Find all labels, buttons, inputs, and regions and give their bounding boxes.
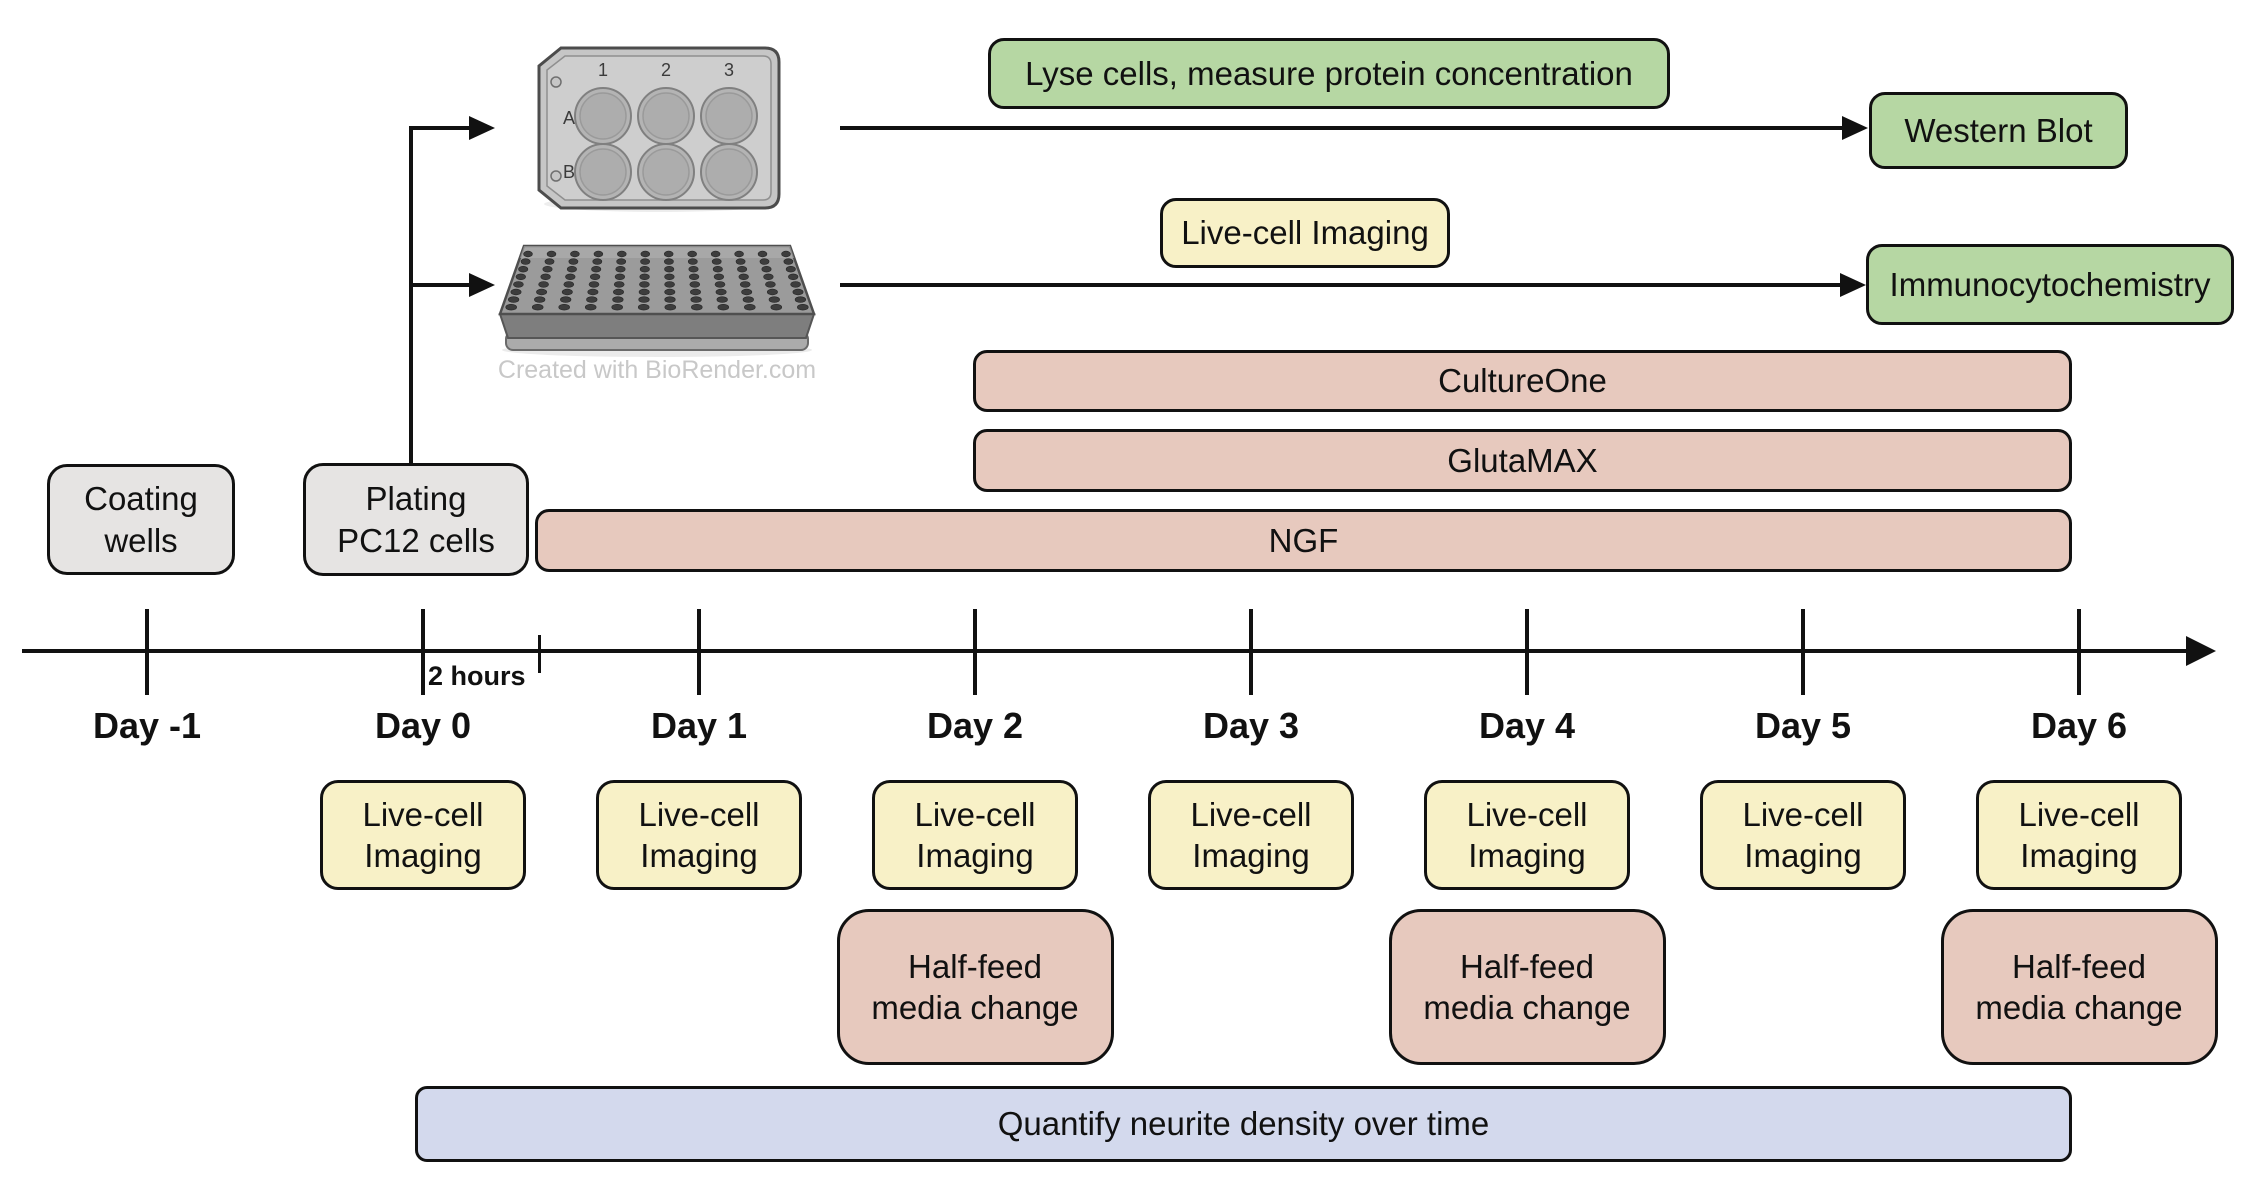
live-cell-imaging-box-label-line: Live-cell [914, 795, 1036, 833]
live-cell-imaging-box-label-line: Live-cell [1466, 795, 1588, 833]
half-feed-media-change-box: Half-feed media change [836, 909, 1114, 1065]
day-label: Day 3 [1202, 705, 1300, 746]
half-feed-media-change-box-label-line: Half-feed [2012, 947, 2146, 985]
timeline-tick [973, 609, 977, 695]
connector-vertical-line [409, 128, 413, 464]
cultureone-label: CultureOne [1438, 362, 1607, 400]
plate-row-label: A [563, 108, 575, 128]
immunocytochemistry-box: Immunocytochemistry [1866, 244, 2234, 325]
ngf-label: NGF [1268, 521, 1339, 559]
coating-wells-label-line: Coating [84, 480, 198, 518]
coating-wells-box: Coating wells [47, 464, 235, 575]
branch-bottom-arrowhead-icon [469, 273, 495, 297]
six-well-grid [574, 87, 758, 201]
immunocytochemistry-flow-line [840, 283, 1840, 287]
biorender-watermark: Created with BioRender.com [497, 356, 817, 384]
plate-column-label: 1 [598, 60, 608, 80]
live-cell-imaging-box-label-line: Live-cell [2018, 795, 2140, 833]
live-cell-imaging-box-label-line: Imaging [916, 837, 1034, 874]
plate-column-label: 2 [661, 60, 671, 80]
day-label: Day 5 [1754, 705, 1852, 746]
ninety-six-well-grid [505, 250, 809, 311]
day-label: Day 6 [2030, 705, 2128, 746]
western-blot-box: Western Blot [1869, 92, 2128, 169]
day-label: Day 1 [650, 705, 748, 746]
connector-branch-bottom-line [409, 283, 469, 287]
day-label: Day 4 [1478, 705, 1576, 746]
live-cell-imaging-box-label-line: Imaging [1468, 837, 1586, 874]
cultureone-bar: CultureOne [973, 350, 2072, 412]
two-hour-label: 2 hours [428, 661, 526, 691]
live-cell-imaging-box-label-line: Imaging [640, 837, 758, 874]
plating-pc12-box: Plating PC12 cells [303, 463, 529, 576]
half-feed-media-change-box: Half-feed media change [1388, 909, 1666, 1065]
quantify-neurite-bar: Quantify neurite density over time [415, 1086, 2072, 1162]
live-cell-imaging-box-label-line: Live-cell [1742, 795, 1864, 833]
live-cell-imaging-box-label-line: Imaging [2020, 837, 2138, 874]
half-feed-media-change-box: Half-feed media change [1940, 909, 2218, 1065]
live-cell-imaging-box-label-line: Live-cell [638, 795, 760, 833]
plate-row-label: B [563, 162, 575, 182]
live-cell-imaging-box-label-line: Imaging [1744, 837, 1862, 874]
branch-top-arrowhead-icon [469, 116, 495, 140]
half-feed-media-change-box-label-line: Half-feed [1460, 947, 1594, 985]
timeline-arrowhead-icon [2186, 636, 2216, 666]
two-hour-tick [538, 635, 541, 673]
plating-pc12-label-line: Plating [365, 480, 467, 518]
western-blot-label: Western Blot [1904, 111, 2093, 149]
glutamax-label: GlutaMAX [1447, 441, 1598, 479]
timeline-tick [2077, 609, 2081, 695]
lyse-cells-box: Lyse cells, measure protein concentratio… [988, 38, 1670, 109]
live-cell-imaging-box-label-line: Imaging [364, 837, 482, 874]
quantify-neurite-label: Quantify neurite density over time [997, 1105, 1490, 1143]
timeline-tick [1249, 609, 1253, 695]
timeline-tick [421, 609, 425, 695]
timeline-tick [1801, 609, 1805, 695]
timeline-tick [145, 609, 149, 695]
plating-pc12-label-line: PC12 cells [337, 521, 495, 559]
ngf-bar: NGF [535, 509, 2072, 572]
half-feed-media-change-box-label-line: Half-feed [908, 947, 1042, 985]
live-cell-imaging-box-label-line: Live-cell [362, 795, 484, 833]
day-label: Day -1 [92, 705, 202, 746]
timeline-tick [697, 609, 701, 695]
timeline-tick [1525, 609, 1529, 695]
connector-branch-top-line [409, 126, 469, 130]
timeline-axis [22, 649, 2190, 653]
half-feed-media-change-box-label-line: media change [1423, 989, 1631, 1026]
half-feed-media-change-box-label-line: media change [871, 989, 1079, 1026]
immunocytochemistry-arrowhead-icon [1840, 273, 1866, 297]
western-blot-arrowhead-icon [1842, 116, 1868, 140]
day-label: Day 0 [374, 705, 472, 746]
glutamax-bar: GlutaMAX [973, 429, 2072, 492]
live-cell-imaging-box-label-line: Live-cell [1190, 795, 1312, 833]
six-well-plate-image: 1 2 3 A B [537, 46, 781, 212]
coating-wells-label-line: wells [104, 521, 178, 559]
live-cell-imaging-box-label-line: Imaging [1192, 837, 1310, 874]
ninety-six-well-plate-image [498, 244, 816, 357]
live-cell-imaging-flow-label: Live-cell Imaging [1181, 214, 1429, 252]
plate-column-label: 3 [724, 60, 734, 80]
day-label: Day 2 [926, 705, 1024, 746]
immunocytochemistry-label: Immunocytochemistry [1889, 265, 2211, 303]
half-feed-media-change-box-label-line: media change [1975, 989, 2183, 1026]
lyse-cells-label: Lyse cells, measure protein concentratio… [1025, 54, 1633, 92]
live-cell-imaging-flow-box: Live-cell Imaging [1160, 198, 1450, 268]
western-blot-flow-line [840, 126, 1842, 130]
